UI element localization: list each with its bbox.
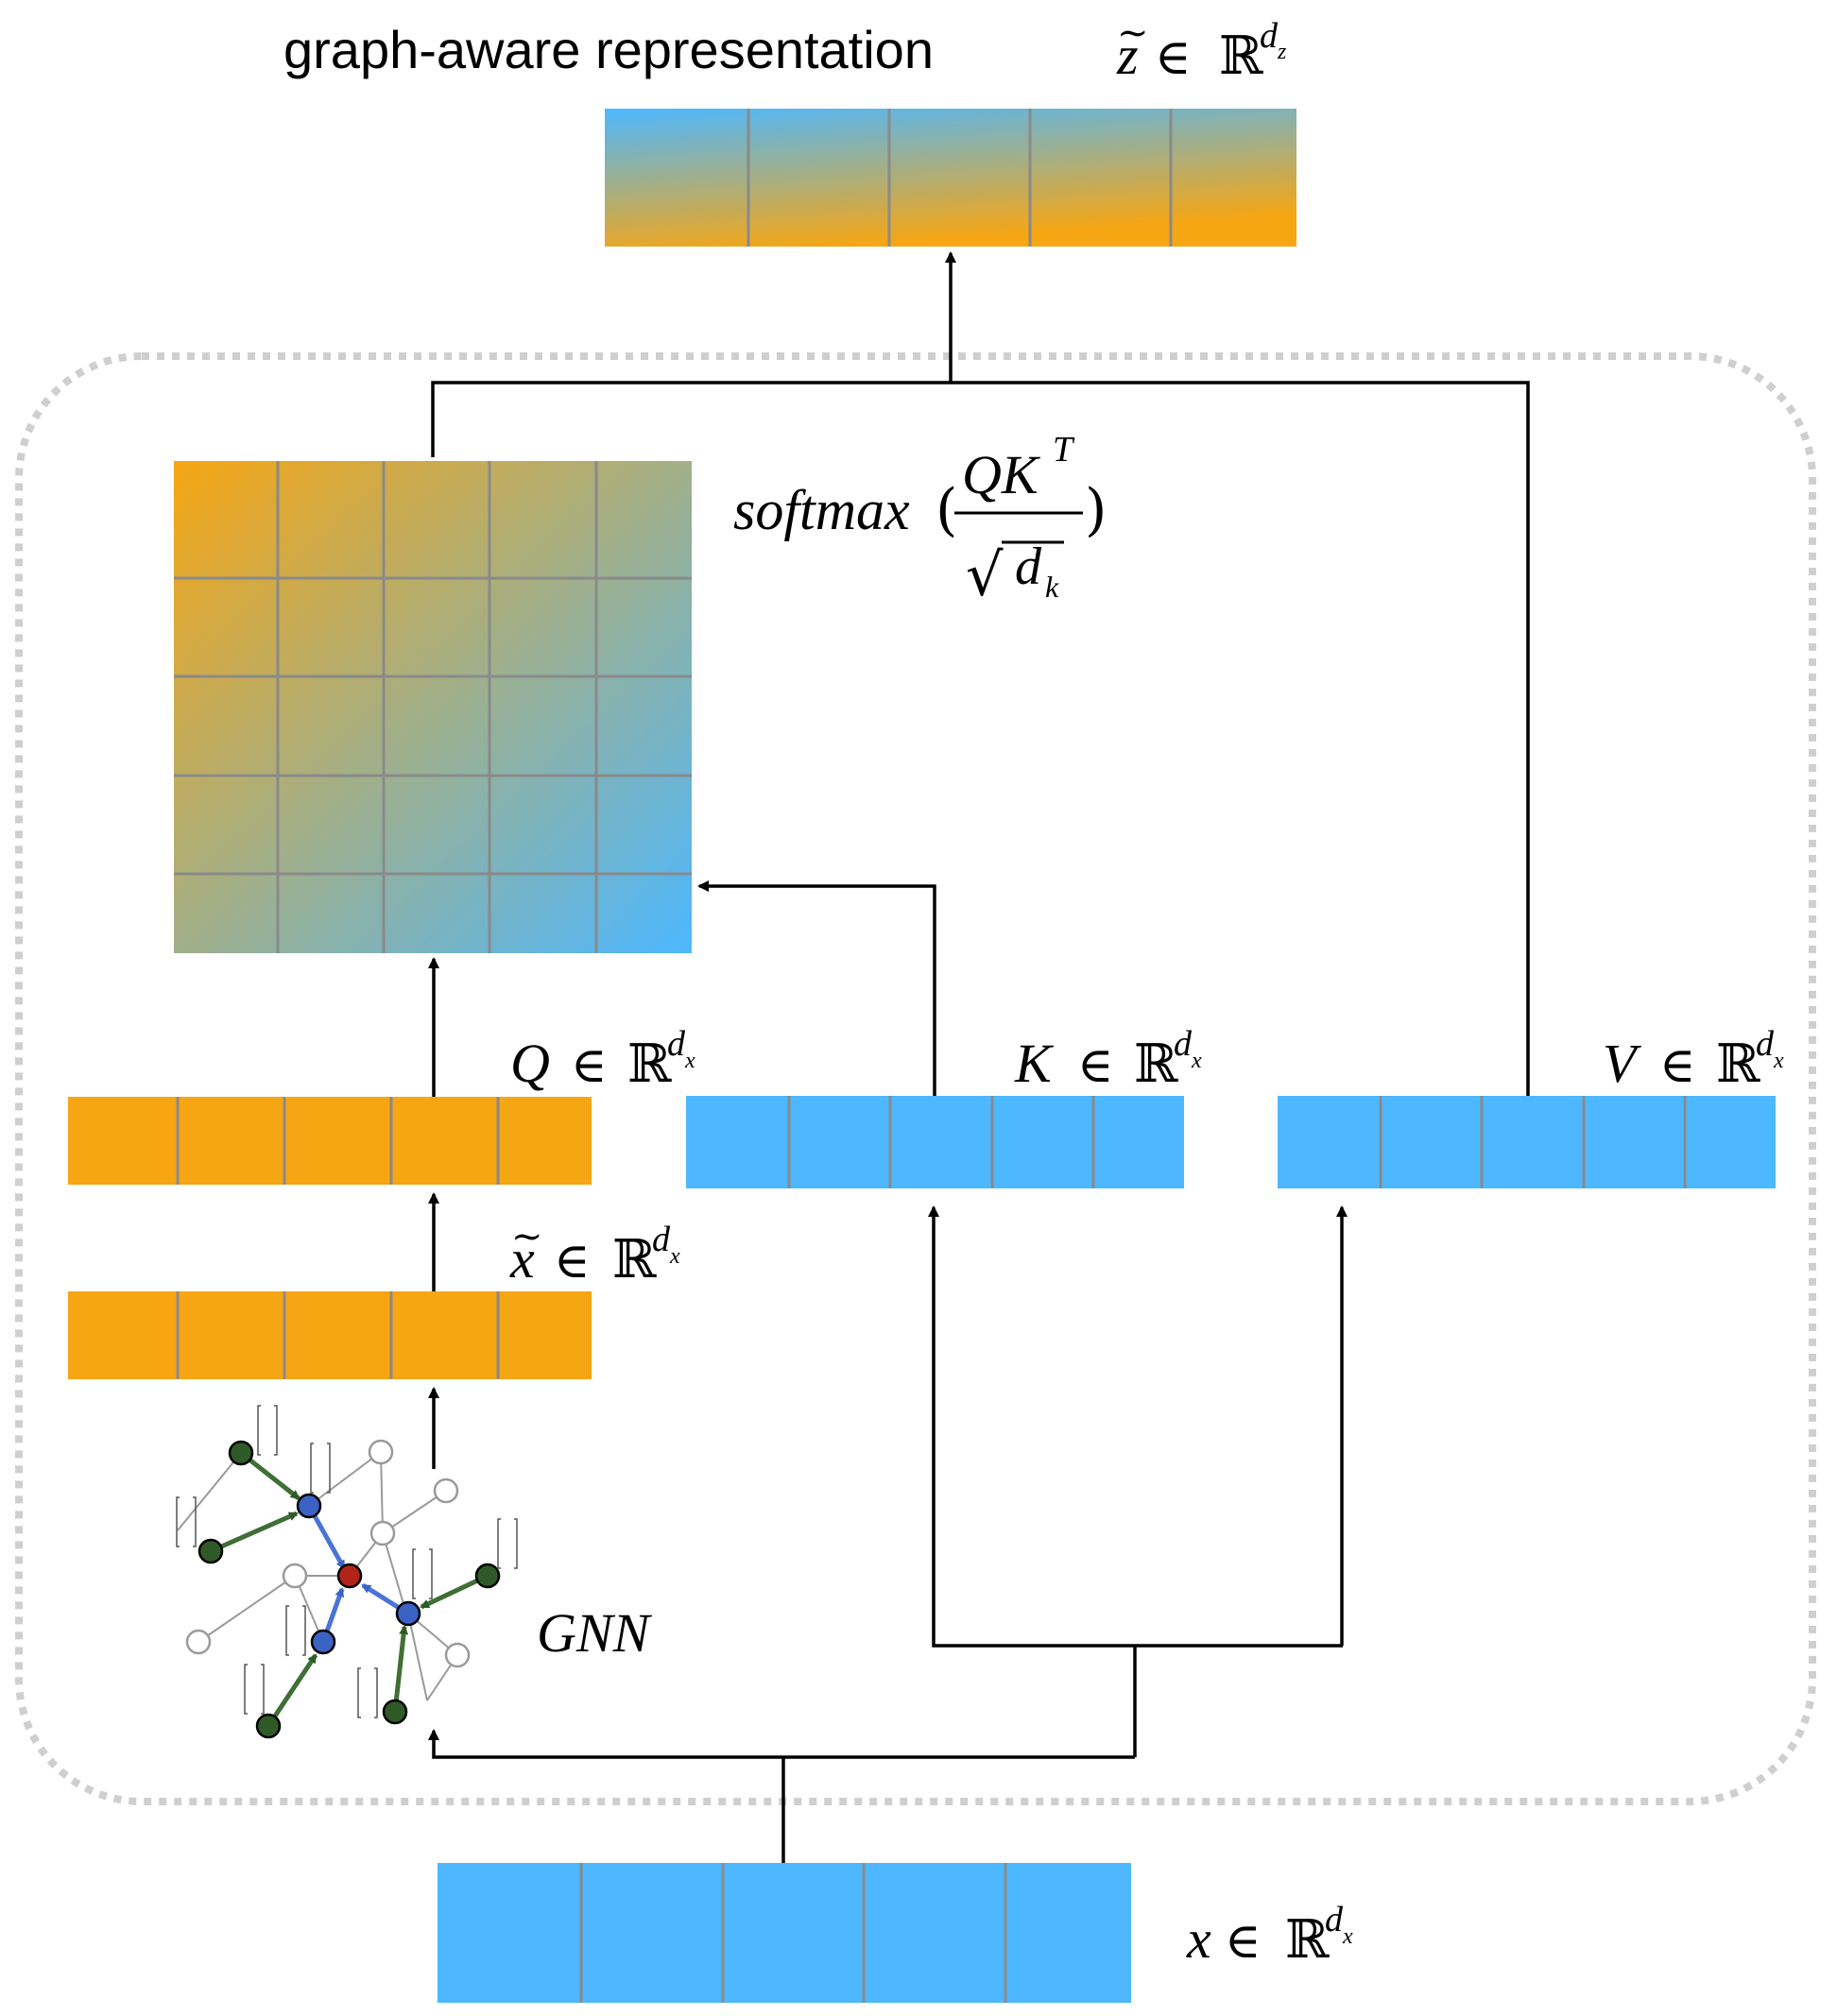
k-label: K ∈ ℝ d x	[1014, 1024, 1202, 1095]
diagram-title: graph-aware representation	[283, 20, 934, 79]
query-vector-q	[68, 1097, 592, 1185]
svg-text:x: x	[669, 1244, 680, 1269]
svg-text:∈: ∈	[1225, 1913, 1262, 1970]
gnn-graph-icon	[176, 1405, 518, 1739]
svg-text:d: d	[1325, 1900, 1344, 1939]
svg-text:∈: ∈	[571, 1037, 608, 1094]
svg-text:x: x	[1186, 1908, 1211, 1970]
input-vector-x	[438, 1863, 1131, 2003]
svg-text:d: d	[652, 1220, 671, 1259]
svg-text:~: ~	[511, 1215, 543, 1258]
svg-text:Q: Q	[510, 1033, 550, 1094]
x-label: x ∈ ℝ d x	[1186, 1900, 1353, 1971]
svg-text:x: x	[1191, 1049, 1202, 1073]
softmax-formula: softmax ( QK T √ d k )	[733, 430, 1107, 609]
svg-text:d: d	[1015, 538, 1042, 596]
graph-feature-vector-x-tilde	[68, 1291, 592, 1379]
svg-text:d: d	[1756, 1024, 1775, 1064]
key-vector-k	[686, 1096, 1184, 1188]
svg-text:(: (	[936, 477, 957, 543]
svg-text:): )	[1085, 477, 1107, 543]
svg-text:ℝ: ℝ	[627, 1034, 673, 1095]
svg-text:∈: ∈	[1659, 1037, 1696, 1094]
svg-text:ℝ: ℝ	[1219, 26, 1264, 87]
gnn-label: GNN	[537, 1602, 653, 1664]
q-label: Q ∈ ℝ d x	[510, 1024, 695, 1095]
x-tilde-label: x ~ ∈ ℝ d x	[509, 1215, 680, 1290]
svg-text:ℝ: ℝ	[1716, 1034, 1761, 1095]
svg-text:x: x	[1342, 1924, 1353, 1949]
z-tilde-label: z ~ ∈ ℝ d z	[1116, 11, 1287, 87]
svg-text:x: x	[1773, 1049, 1784, 1073]
svg-text:QK: QK	[962, 444, 1041, 505]
output-vector-z	[605, 109, 1296, 247]
svg-text:z: z	[1116, 25, 1139, 86]
svg-text:x: x	[684, 1049, 695, 1073]
svg-text:K: K	[1014, 1033, 1055, 1094]
svg-text:V: V	[1603, 1033, 1642, 1094]
svg-text:~: ~	[1117, 11, 1149, 55]
svg-text:z: z	[1277, 40, 1287, 64]
svg-text:∈: ∈	[554, 1233, 591, 1290]
svg-text:softmax: softmax	[733, 479, 910, 541]
svg-text:k: k	[1045, 570, 1059, 604]
connectors	[428, 251, 1530, 1863]
value-vector-v	[1278, 1096, 1776, 1188]
svg-text:x: x	[509, 1228, 535, 1290]
svg-text:∈: ∈	[1155, 29, 1192, 86]
svg-text:∈: ∈	[1077, 1037, 1114, 1094]
v-label: V ∈ ℝ d x	[1603, 1024, 1784, 1095]
svg-text:ℝ: ℝ	[1285, 1909, 1331, 1971]
attention-matrix	[174, 461, 692, 953]
svg-text:ℝ: ℝ	[612, 1229, 658, 1290]
svg-text:d: d	[1260, 16, 1279, 56]
svg-text:d: d	[667, 1024, 686, 1064]
svg-text:d: d	[1174, 1024, 1193, 1064]
svg-text:ℝ: ℝ	[1134, 1034, 1179, 1095]
attention-module-boundary	[15, 352, 1816, 1805]
svg-text:T: T	[1053, 430, 1075, 470]
svg-text:√: √	[966, 540, 1004, 609]
